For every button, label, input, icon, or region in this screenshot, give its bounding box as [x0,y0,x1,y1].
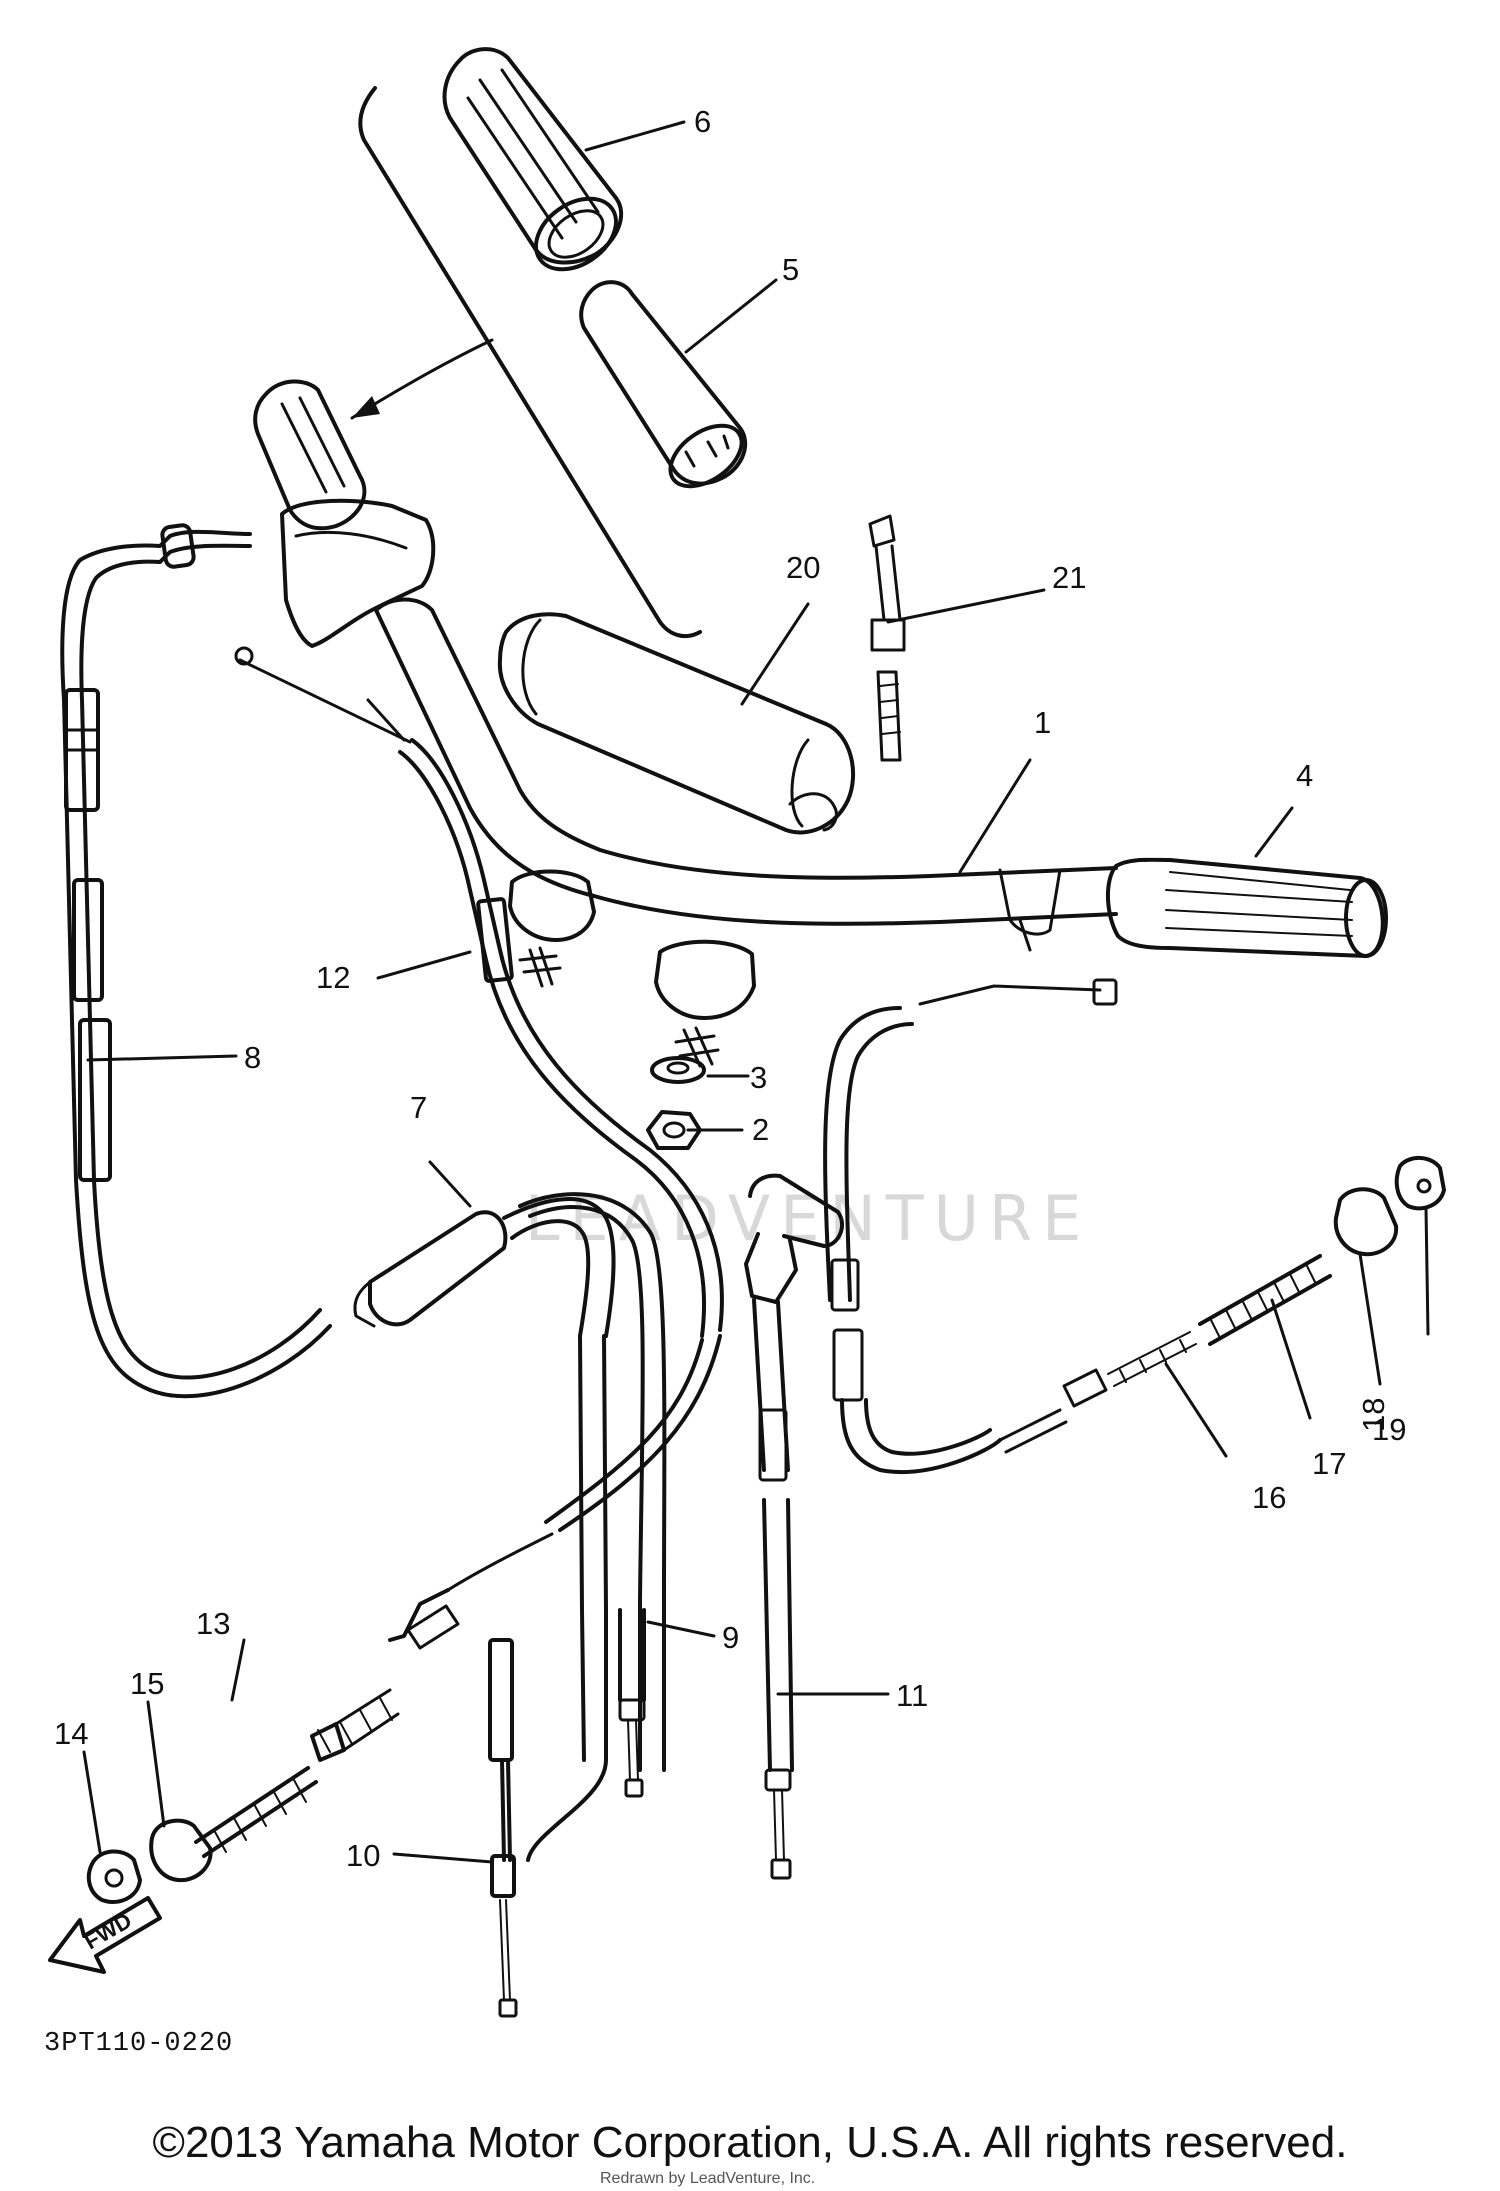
callout-4: 4 [1296,758,1313,793]
leader-lines [82,120,1430,1864]
cap-part-15 [149,1818,213,1883]
callout-20: 20 [786,550,820,585]
callout-11: 11 [896,1678,928,1713]
callout-17: 17 [1312,1446,1346,1481]
cable-right-loop [823,978,1118,1474]
callout-10: 10 [346,1838,380,1873]
callout-5: 5 [782,252,799,287]
throttle-cable-part-8 [60,523,332,1399]
adjuster-spring-part-17 [1198,1254,1332,1346]
guide-tube-part-5 [579,280,748,489]
callout-21: 21 [1052,560,1086,595]
handlebar-clamp-lower [654,939,756,1068]
left-grip-assembled [253,379,367,531]
callout-8: 8 [244,1040,261,1075]
redraw-credit: Redrawn by LeadVenture, Inc. [600,2170,816,2187]
callout-7: 7 [410,1090,427,1125]
cable-part-13 [194,1334,722,1858]
callout-6: 6 [694,104,711,139]
washer-part-3 [650,1056,706,1084]
diagram-code: 3PT110-0220 [44,2029,233,2059]
callout-1: 1 [1034,705,1051,740]
cap-part-14 [86,1849,142,1904]
inset-bracket [350,86,702,639]
callout-labels: 1 2 3 4 5 6 7 8 9 10 11 12 13 14 15 16 1… [54,104,1406,1873]
callout-19: 19 [1372,1412,1406,1447]
adjuster-part-21 [868,514,906,762]
callout-9: 9 [722,1620,739,1655]
callout-15: 15 [130,1666,164,1701]
cable-part-10 [488,1638,518,2018]
cable-end-part-9 [618,1608,646,1798]
callout-13: 13 [196,1606,230,1641]
cap-part-19 [1333,1187,1399,1257]
handlebar-clamp-upper [508,869,596,988]
cable-part-12 [234,646,724,1338]
cable-part-11 [744,1173,844,1880]
callout-12: 12 [316,960,350,995]
forward-direction-arrow: FWD [48,1896,162,1974]
callout-16: 16 [1252,1480,1286,1515]
adjuster-part-16 [998,1331,1197,1454]
callout-3: 3 [750,1060,767,1095]
copyright-notice: ©2013 Yamaha Motor Corporation, U.S.A. A… [152,2118,1348,2167]
callout-18: 18 [1356,1398,1391,1432]
grip-sleeve-part-20 [497,612,856,835]
throttle-housing [280,498,436,648]
cap-part-18 [1394,1156,1446,1211]
handlebar-part-1 [374,597,1118,952]
callout-2: 2 [752,1112,769,1147]
junction-part-7 [353,1192,667,1862]
callout-14: 14 [54,1716,88,1751]
throttle-grip-part-6 [442,47,624,272]
right-grip-part-4 [1105,857,1388,958]
